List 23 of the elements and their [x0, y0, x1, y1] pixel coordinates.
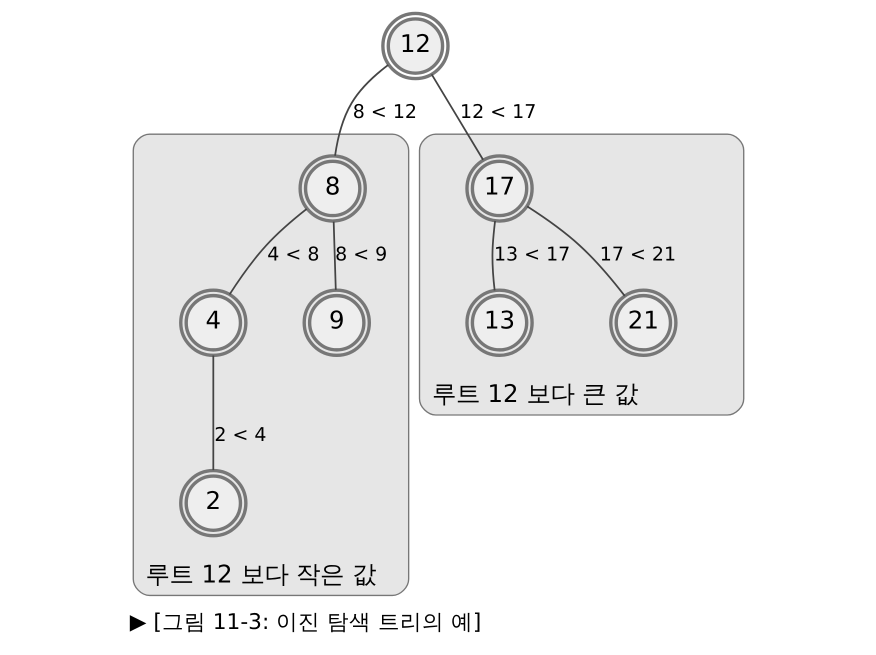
edge-label: 12 < 17	[460, 101, 536, 124]
node-circle: 12	[380, 12, 450, 80]
connector	[332, 222, 336, 290]
edge-label: 4 < 8	[266, 244, 319, 266]
node-circle: 4	[178, 288, 248, 357]
connector	[334, 64, 388, 156]
connector	[212, 355, 214, 470]
node-circle: 2	[178, 468, 248, 538]
edge-label: 8 < 12	[352, 101, 417, 124]
edge-label: 2 < 4	[214, 424, 266, 446]
connector	[228, 208, 307, 295]
edge-label: 8 < 9	[334, 244, 387, 266]
connector	[430, 74, 484, 160]
node-circle: 13	[464, 288, 534, 357]
connector	[526, 206, 625, 297]
connector	[491, 220, 496, 290]
node-circle: 8	[298, 154, 366, 223]
node-circle: 21	[608, 288, 678, 357]
caption: ▶ [그림 11-3: 이진 탐색 트리의 예]	[129, 610, 481, 636]
edge-label: 13 < 17	[493, 244, 570, 266]
node-circle: 17	[464, 154, 534, 223]
node-circle: 9	[302, 288, 370, 357]
edge-label: 17 < 21	[599, 244, 676, 266]
